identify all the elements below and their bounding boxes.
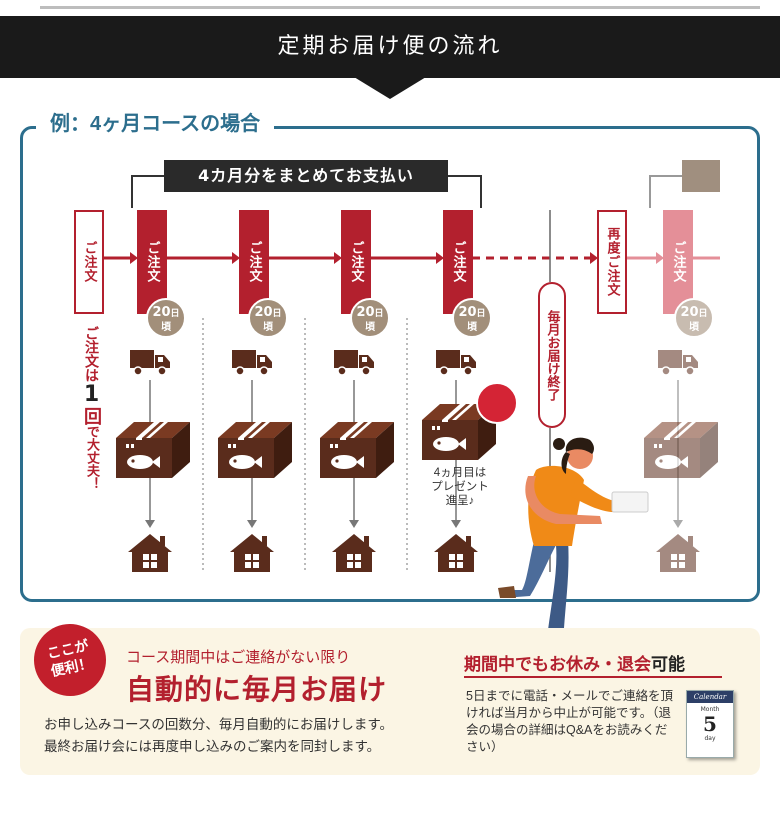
- banner-arrow: [354, 77, 426, 99]
- calendar-icon: Calendar Month 5 day: [686, 690, 734, 758]
- benefit-title: 自動的に毎月お届け: [126, 673, 388, 706]
- first-order-tag: ご注文: [74, 210, 104, 314]
- benefit-body: お申し込みコースの回数分、毎月自動的にお届けします。 最終お届け会には再度申し込…: [44, 717, 393, 754]
- order-tag-next-course: ご注文: [663, 210, 693, 314]
- order-tag-month-4: ご注文: [443, 210, 473, 314]
- once-note: ご注文は1回で大丈夫！: [79, 326, 104, 490]
- benefit-subtitle: コース期間中はご連絡がない限り: [126, 648, 351, 666]
- order-tag-month-1: ご注文: [137, 210, 167, 314]
- delivery-person-figure: [498, 437, 649, 638]
- order-tag-month-2: ご注文: [239, 210, 269, 314]
- day-badge-month-4: 20日 頃: [452, 298, 492, 338]
- top-divider: [40, 6, 760, 9]
- benefit-panel: [20, 628, 760, 775]
- pause-title: 期間中でもお休み・退会可能: [464, 655, 685, 675]
- order-tag-month-3: ご注文: [341, 210, 371, 314]
- page-title: 定期お届け便の流れ: [277, 34, 503, 59]
- pause-body: 5日までに電話・メールでご連絡を頂ければ当月から中止が可能です。（退会の場合の詳…: [466, 689, 673, 754]
- reorder-tag: 再度ご注文: [597, 210, 627, 314]
- header-banner: [0, 16, 780, 78]
- delivery-end-tag: 毎月お届け終了: [538, 282, 566, 428]
- gift-icon: [476, 382, 518, 424]
- pause-title-underline: [464, 676, 722, 678]
- payment-label: 4カ月分をまとめてお支払い: [164, 160, 448, 192]
- gift-note: 4ヵ月目は プレゼント 進呈♪: [431, 467, 489, 507]
- day-badge-month-2: 20日 頃: [248, 298, 288, 338]
- flow-title: 例：4ヶ月コースの場合: [36, 108, 275, 140]
- day-badge-next-course: 20日 頃: [674, 298, 714, 338]
- day-badge-month-1: 20日 頃: [146, 298, 186, 338]
- day-badge-month-3: 20日 頃: [350, 298, 390, 338]
- flow-diagram-frame: [20, 126, 760, 602]
